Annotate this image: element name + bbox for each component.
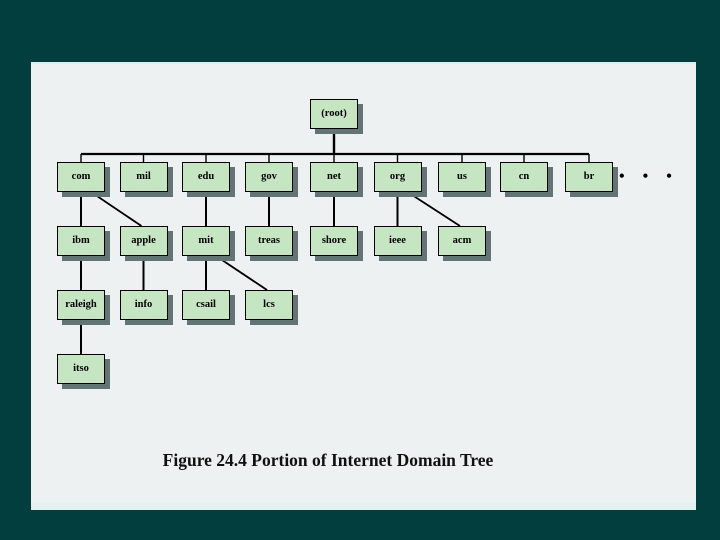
- tree-node-ibm: ibm: [57, 226, 105, 256]
- tree-node-label: us: [457, 170, 467, 182]
- tree-node-label: org: [389, 170, 406, 182]
- tree-node-label: (root): [321, 107, 347, 119]
- tree-node-info: info: [119, 290, 168, 320]
- tree-node-treas: treas: [245, 226, 293, 256]
- tree-node-ieee: ieee: [373, 226, 422, 256]
- tree-node-root: (root): [310, 99, 358, 129]
- tree-node-label: acm: [452, 234, 472, 246]
- tree-node-raleigh: raleigh: [57, 290, 105, 320]
- tree-node-itso: itso: [57, 354, 105, 384]
- tree-node-label: cn: [518, 170, 530, 182]
- tree-node-label: treas: [258, 234, 280, 246]
- slide-bottom-edge: [31, 503, 696, 510]
- tree-node-label: ieee: [389, 234, 406, 246]
- tree-node-label: net: [327, 170, 341, 182]
- tree-connectors: [80, 129, 590, 354]
- tree-node-com: com: [57, 162, 105, 192]
- tree-node-mil: mil: [119, 162, 168, 192]
- connector-line: [215, 255, 268, 291]
- tree-node-shore: shore: [310, 226, 358, 256]
- connector-line: [407, 191, 461, 227]
- tree-node-cn: cn: [500, 162, 548, 192]
- tree-node-label: info: [134, 298, 153, 310]
- tree-node-label: gov: [261, 170, 277, 182]
- tree-node-net: net: [310, 162, 358, 192]
- tree-node-label: apple: [131, 234, 156, 246]
- tree-node-label: ibm: [72, 234, 90, 246]
- tree-node-label: raleigh: [65, 298, 97, 310]
- tree-node-acm: acm: [438, 226, 486, 256]
- tree-node-label: lcs: [263, 298, 275, 310]
- tree-node-gov: gov: [245, 162, 293, 192]
- tree-node-mit: mit: [182, 226, 230, 256]
- tree-node-label: csail: [196, 298, 216, 310]
- tree-node-edu: edu: [182, 162, 230, 192]
- figure-caption: Figure 24.4 Portion of Internet Domain T…: [162, 450, 494, 470]
- ellipsis-dots: • • •: [619, 168, 679, 185]
- connector-line: [90, 191, 143, 227]
- tree-node-org: org: [373, 162, 422, 192]
- tree-node-label: br: [583, 170, 595, 182]
- tree-node-apple: apple: [119, 226, 168, 256]
- tree-node-lcs: lcs: [245, 290, 293, 320]
- tree-node-us: us: [438, 162, 486, 192]
- tree-node-label: itso: [73, 362, 89, 374]
- tree-node-label: edu: [197, 170, 215, 182]
- slide: (root) com mil edu gov net org us cn br ibm apple mi…: [31, 62, 696, 510]
- tree-node-label: shore: [321, 234, 347, 246]
- tree-node-label: mit: [198, 234, 214, 246]
- tree-node-label: com: [71, 170, 91, 182]
- tree-node-label: mil: [136, 170, 151, 182]
- tree-node-csail: csail: [182, 290, 230, 320]
- tree-node-br: br: [565, 162, 613, 192]
